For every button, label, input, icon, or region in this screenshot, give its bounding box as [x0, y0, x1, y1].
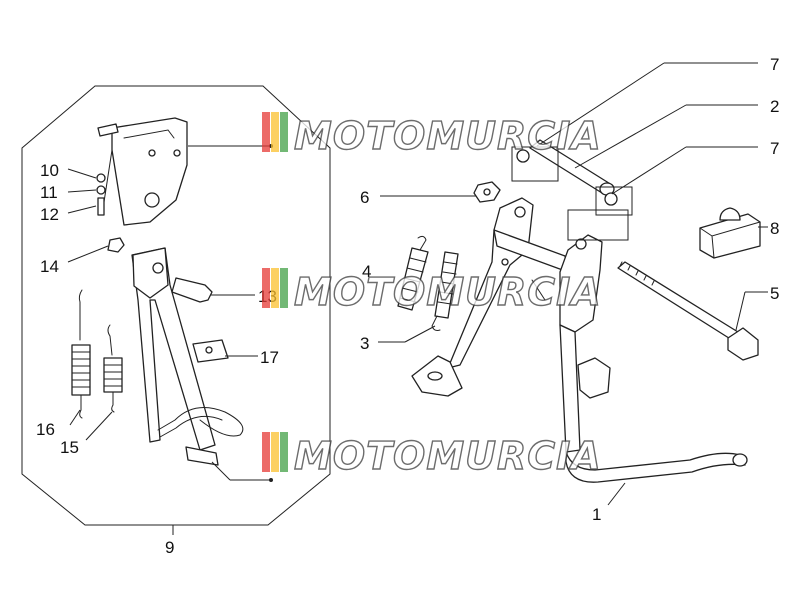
rubber-stop-8: [699, 207, 761, 259]
svg-text:MOTOMURCIA: MOTOMURCIA: [294, 434, 602, 478]
spring-15: [103, 324, 123, 413]
callout-6: 6: [360, 188, 369, 207]
main-stand-assembly: [411, 197, 748, 483]
svg-text:MOTOMURCIA: MOTOMURCIA: [294, 114, 602, 158]
watermark-middle: MOTOMURCIA: [262, 268, 602, 315]
callout-17: 17: [260, 348, 279, 367]
callout-8: 8: [770, 219, 779, 238]
callout-12: 12: [40, 205, 59, 224]
subassembly-frame: [21, 85, 331, 526]
spring-16: [71, 289, 91, 419]
callout-7-top: 7: [770, 55, 779, 74]
bolt-12: [97, 197, 105, 216]
callout-11: 11: [40, 183, 58, 202]
tube-2: [516, 139, 618, 206]
bushing-7b: [604, 192, 618, 206]
callout-3: 3: [360, 334, 369, 353]
callout-7-lower: 7: [770, 139, 779, 158]
leader-lines: [67, 62, 768, 535]
spring-4: [397, 235, 429, 311]
callout-2: 2: [770, 97, 779, 116]
spring-3: [431, 251, 459, 331]
callout-10: 10: [40, 161, 59, 180]
pin-13: [171, 277, 213, 303]
left-stand-assembly: [97, 117, 244, 466]
callout-9: 9: [165, 538, 174, 557]
callout-numbers: 7 2 7 6 8 4 5 3 1 10 11 12 14 13 17 16 1…: [36, 55, 779, 557]
callout-5: 5: [770, 284, 779, 303]
callout-14: 14: [40, 257, 59, 276]
watermark-bottom: MOTOMURCIA: [262, 432, 602, 479]
svg-text:MOTOMURCIA: MOTOMURCIA: [294, 270, 602, 314]
callout-15: 15: [60, 438, 79, 457]
nut-14: [107, 237, 125, 253]
bolt-5: [617, 261, 759, 361]
callout-16: 16: [36, 420, 55, 439]
watermark-top: MOTOMURCIA: [262, 112, 602, 159]
washer-11: [96, 185, 106, 195]
callout-1: 1: [592, 505, 601, 524]
callout-4: 4: [362, 262, 371, 281]
washer-10: [96, 173, 106, 183]
bushing-7a: [516, 149, 530, 163]
